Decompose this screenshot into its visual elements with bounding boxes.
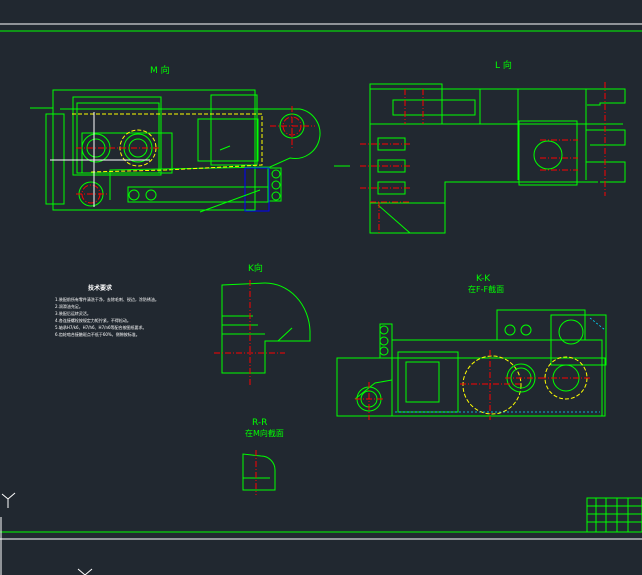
title-block — [586, 497, 642, 533]
l-view-drawing — [334, 82, 626, 234]
m-view-drawing — [30, 89, 321, 213]
tech-note-line: 3.装配后运转灵活。 — [55, 310, 91, 316]
m-view-label: M 向 — [150, 64, 170, 76]
kk-section-label: K-K — [476, 274, 491, 284]
k-view-drawing — [214, 280, 311, 386]
kk-section-subtitle: 在F-F截面 — [468, 284, 504, 294]
ucs-icon — [1, 492, 93, 575]
tech-note-line: 6.齿轮啮合接触斑点不低于60%，侧隙按标准。 — [55, 331, 140, 337]
tech-notes-title: 技术要求 — [88, 284, 113, 292]
k-view-label: K向 — [248, 262, 263, 274]
tech-note-line: 1.装配前所有零件清洗干净，去除毛刺、锐边，涂防锈油。 — [55, 296, 159, 302]
rr-section-drawing — [242, 450, 276, 495]
tech-note-line: 5.轴承H7/k6、H7/h6、H7/n6等配合按图纸要求。 — [55, 324, 147, 330]
kk-section-drawing — [336, 309, 607, 420]
drawing-frame — [0, 23, 642, 575]
tech-note-line: 4.各连接螺栓按规定力矩拧紧，不得松动。 — [55, 317, 131, 323]
rr-section-label: R-R — [252, 418, 267, 428]
rr-section-subtitle: 在M向截面 — [245, 428, 284, 438]
tech-note-line: 2.润滑油充足。 — [55, 303, 83, 309]
l-view-label: L 向 — [495, 59, 512, 71]
